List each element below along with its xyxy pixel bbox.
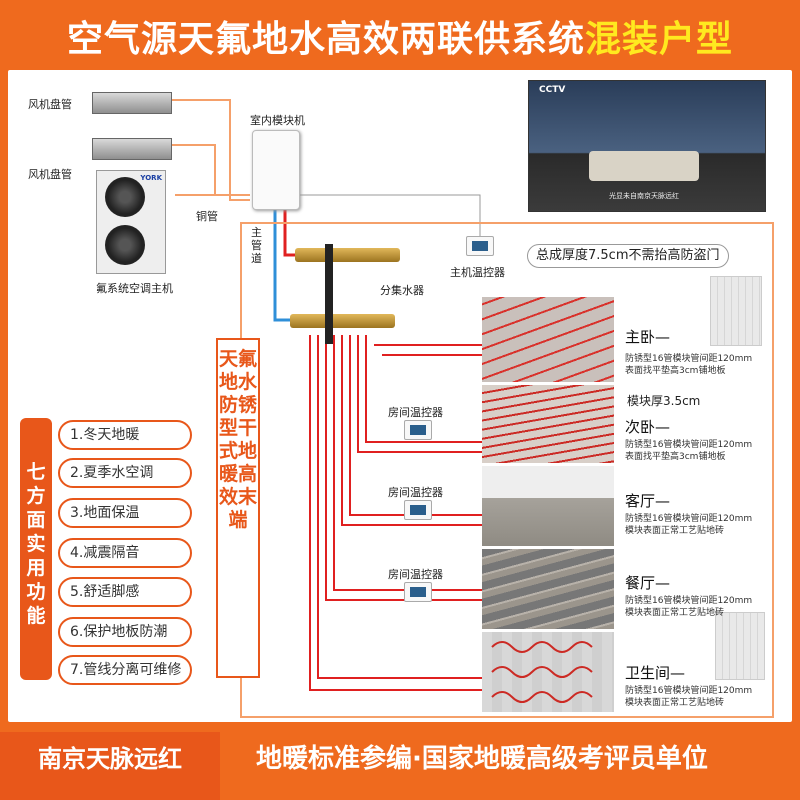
manifold-supply (295, 248, 400, 262)
room-desc2-dining-room: 模块表面正常工艺贴地砖 (625, 608, 725, 618)
fan-coil-unit-2 (92, 138, 172, 160)
vertical-title: 天氟地水防锈型干式地暖高效末端 (216, 338, 260, 678)
module-thickness-label: 模块厚3.5cm (627, 394, 701, 408)
studio-desk (589, 151, 699, 181)
room-name-master-bedroom: 主卧— (625, 328, 671, 346)
indoor-unit-label: 室内模块机 (250, 114, 305, 127)
outdoor-unit: YORK (96, 170, 166, 274)
module-board-bottom (715, 612, 765, 680)
indoor-module-unit (252, 130, 300, 210)
function-item: 3.地面保温 (58, 498, 192, 528)
tv-caption: 光显未自南京天脉远红 (609, 192, 679, 200)
page-title: 空气源天氟地水高效两联供系统混装户型 (66, 19, 734, 60)
room-desc2-second-bedroom: 表面找平垫高3cm铺地板 (625, 452, 726, 462)
thickness-note: 总成厚度7.5cm不需抬高防盗门 (527, 244, 729, 268)
room-desc1-dining-room: 防锈型16管模块管间距120mm (625, 596, 753, 606)
fan-coil-label-1: 风机盘管 (28, 98, 72, 111)
room-desc2-bathroom: 模块表面正常工艺贴地砖 (625, 698, 725, 708)
outdoor-unit-label: 氟系统空调主机 (96, 282, 173, 295)
room-photo-dining-room (482, 549, 614, 629)
room-photo-bathroom (482, 632, 614, 712)
room-desc1-second-bedroom: 防锈型16管模块管间距120mm (625, 440, 753, 450)
functions-title: 七方面实用功能 (20, 418, 52, 680)
room-thermostat-label-2: 房间温控器 (388, 486, 443, 499)
function-item: 5.舒适脚感 (58, 577, 192, 607)
fan-icon (105, 225, 145, 265)
main-pipe-label: 主管道 (251, 226, 262, 265)
company-name: 南京天脉远红 (0, 732, 220, 800)
room-photo-master-bedroom (482, 297, 614, 382)
room-desc1-master-bedroom: 防锈型16管模块管间距120mm (625, 354, 753, 364)
fan-coil-unit-1 (92, 92, 172, 114)
room-name-living-room: 客厅— (625, 492, 671, 510)
room-thermostat-device-2 (404, 500, 432, 520)
tv-broadcast-image: CCTV 光显未自南京天脉远红 (528, 80, 766, 212)
york-logo: YORK (140, 174, 162, 182)
room-desc2-living-room: 模块表面正常工艺贴地砖 (625, 526, 725, 536)
room-name-second-bedroom: 次卧— (625, 418, 671, 436)
manifold-bracket (325, 244, 333, 344)
host-thermostat-device (466, 236, 494, 256)
function-item: 2.夏季水空调 (58, 458, 192, 488)
room-thermostat-label-3: 房间温控器 (388, 568, 443, 581)
fan-coil-label-2: 风机盘管 (28, 168, 72, 181)
company-credential: 地暖标准参编·国家地暖高级考评员单位 (220, 732, 800, 800)
room-thermostat-device-3 (404, 582, 432, 602)
host-thermostat-label: 主机温控器 (450, 266, 505, 279)
function-item: 6.保护地板防潮 (58, 617, 192, 647)
room-thermostat-device-1 (404, 420, 432, 440)
room-desc1-bathroom: 防锈型16管模块管间距120mm (625, 686, 753, 696)
fan-icon (105, 177, 145, 217)
function-item: 7.管线分离可维修 (58, 655, 192, 685)
room-desc1-living-room: 防锈型16管模块管间距120mm (625, 514, 753, 524)
function-item: 1.冬天地暖 (58, 420, 192, 450)
room-photo-living-room (482, 466, 614, 546)
room-name-dining-room: 餐厅— (625, 574, 671, 592)
manifold-label: 分集水器 (380, 284, 424, 297)
cctv-logo: CCTV (539, 85, 566, 95)
room-name-bathroom: 卫生间— (625, 664, 686, 682)
function-item: 4.减震隔音 (58, 538, 192, 568)
copper-pipe-label: 铜管 (196, 210, 218, 223)
room-desc2-master-bedroom: 表面找平垫高3cm铺地板 (625, 366, 726, 376)
module-board-top (710, 276, 762, 346)
room-thermostat-label-1: 房间温控器 (388, 406, 443, 419)
manifold-return (290, 314, 395, 328)
room-photo-second-bedroom (482, 385, 614, 463)
